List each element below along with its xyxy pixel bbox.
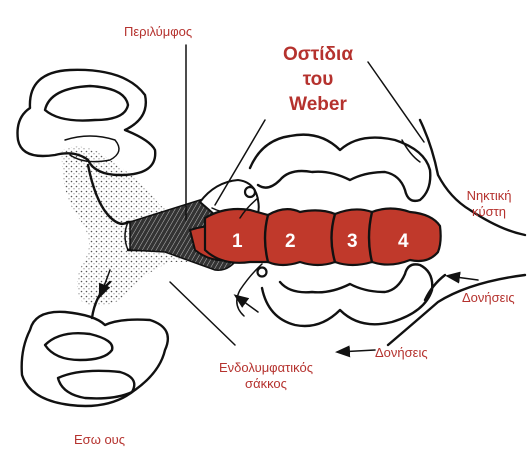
swim-bladder-label: Νηκτική κύστη [446,188,532,220]
endolymphatic-sac-label-line2: σάκκος [245,376,287,391]
vibrations-right-label: Δονήσεις [462,290,515,305]
leader-lines [169,44,425,346]
inner-ear-label: Εσω ους [74,432,126,447]
vertebra-3-label: 3 [347,231,358,252]
swim-bladder-wall [386,118,527,347]
endolymphatic-sac-label-line1: Ενδολυμφατικός [219,360,313,375]
weber-ossicles-label-line1: Οστίδια [282,44,354,65]
weber-ossicles-label: Οστίδια του Weber [262,42,374,117]
vertebra-1-label: 1 [232,231,243,252]
vibration-arrows [233,271,479,358]
swim-bladder-label-line2: κύστη [472,204,506,219]
swim-bladder-label-line1: Νηκτική [466,188,512,203]
vibrations-bottom-label: Δονήσεις [375,345,428,360]
vertebra-4-label: 4 [398,231,409,252]
inner-ear-upper [16,68,157,177]
inner-ear-lower [20,310,170,408]
weber-ossicles-label-line3: Weber [289,94,347,115]
weber-ossicles-label-line2: του [302,69,334,90]
vertebral-processes [236,133,434,328]
perilymph-label: Περιλύμφος [124,24,193,39]
vertebra-2-label: 2 [285,231,296,252]
vertebral-column: 1 2 3 4 [203,207,442,267]
perilymph-flow-arrow [98,269,111,299]
endolymphatic-sac-label: Ενδολυμφατικός σάκκος [196,360,336,392]
